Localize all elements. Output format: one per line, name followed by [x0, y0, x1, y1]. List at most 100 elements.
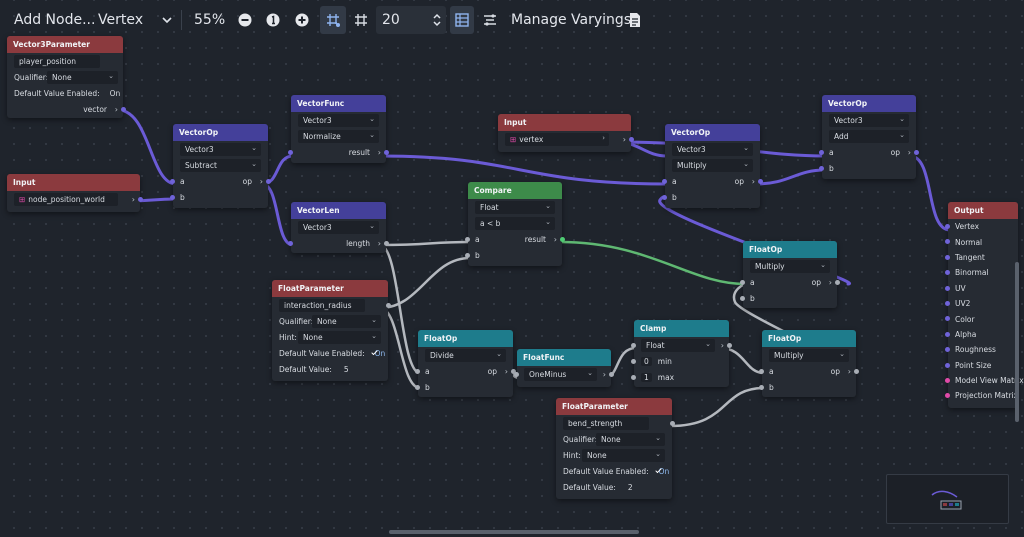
node-output[interactable]: Output VertexNormalTangentBinormalUVUV2C…	[948, 202, 1018, 408]
node-floatop-multiply-upper[interactable]: FloatOp Multiply⌄ aop› b	[743, 241, 837, 308]
zoom-in-button[interactable]	[291, 6, 313, 34]
input-port[interactable]	[288, 241, 293, 246]
input-port[interactable]	[945, 286, 950, 291]
input-port[interactable]	[945, 363, 950, 368]
input-port-a[interactable]	[662, 179, 667, 184]
node-input-vertex[interactable]: Input ⊞vertex››	[498, 114, 631, 152]
input-port[interactable]	[514, 372, 519, 377]
input-port[interactable]	[945, 224, 950, 229]
vector-type-select[interactable]: Vector3⌄	[298, 114, 379, 127]
output-port[interactable]	[266, 179, 271, 184]
output-port[interactable]	[121, 107, 126, 112]
hint-select[interactable]: None⌄	[582, 449, 665, 462]
parameter-name-field[interactable]: interaction_radius	[279, 299, 365, 312]
parameter-name-field[interactable]: player_position	[14, 55, 100, 68]
output-port[interactable]	[384, 241, 389, 246]
input-port-a[interactable]	[759, 369, 764, 374]
output-port[interactable]	[727, 343, 732, 348]
input-port-a[interactable]	[740, 280, 745, 285]
qualifier-select[interactable]: None⌄	[596, 433, 665, 446]
hint-select[interactable]: None⌄	[298, 331, 381, 344]
output-port[interactable]	[629, 137, 634, 142]
node-vectorfunc-normalize[interactable]: VectorFunc Vector3⌄ Normalize⌄ result›	[291, 95, 386, 163]
input-port-min[interactable]	[631, 359, 636, 364]
snap-distance-spinbox[interactable]: 20	[376, 6, 446, 34]
node-floatop-multiply-lower[interactable]: FloatOp Multiply⌄ aop› b	[762, 330, 856, 397]
input-port[interactable]	[631, 343, 636, 348]
node-floatop-divide[interactable]: FloatOp Divide⌄ aop› b	[418, 330, 513, 397]
node-floatparameter-bend-strength[interactable]: FloatParameter bend_strength Qualifier:N…	[556, 398, 672, 499]
compare-function-select[interactable]: a < b⌄	[475, 217, 555, 230]
vector-type-select[interactable]: Vector3⌄	[829, 114, 909, 127]
input-port[interactable]	[945, 393, 950, 398]
zoom-out-button[interactable]	[234, 6, 256, 34]
input-port-a[interactable]	[819, 150, 824, 155]
input-port-b[interactable]	[662, 195, 667, 200]
node-floatfunc-oneminus[interactable]: FloatFunc OneMinus⌄›	[517, 349, 611, 387]
arrange-nodes-button[interactable]	[479, 6, 501, 34]
input-port-b[interactable]	[170, 195, 175, 200]
operator-select[interactable]: Multiply⌄	[750, 260, 830, 273]
add-node-button[interactable]: Add Node...	[14, 6, 95, 34]
input-port-b[interactable]	[740, 296, 745, 301]
grid-toggle-button[interactable]	[349, 6, 373, 34]
input-port[interactable]	[945, 316, 950, 321]
input-port[interactable]	[945, 332, 950, 337]
output-port[interactable]	[609, 372, 614, 377]
compare-type-select[interactable]: Float⌄	[475, 201, 555, 214]
node-vectorop-add[interactable]: VectorOp Vector3⌄ Add⌄ aop› b	[822, 95, 916, 179]
horizontal-scrollbar[interactable]	[389, 530, 639, 534]
qualifier-select[interactable]: None⌄	[47, 71, 118, 84]
node-floatparameter-interaction-radius[interactable]: FloatParameter interaction_radius Qualif…	[272, 280, 388, 381]
minimap-toggle-button[interactable]	[450, 6, 474, 34]
node-vectorop-subtract[interactable]: VectorOp Vector3⌄ Subtract⌄ aop› b	[173, 124, 268, 208]
output-port[interactable]	[560, 237, 565, 242]
operator-select[interactable]: Add⌄	[829, 130, 909, 143]
input-port-a[interactable]	[415, 369, 420, 374]
input-select[interactable]: ⊞vertex›	[505, 133, 609, 146]
input-port[interactable]	[945, 239, 950, 244]
input-port[interactable]	[945, 301, 950, 306]
output-port[interactable]	[384, 150, 389, 155]
default-value-field[interactable]: 5	[344, 365, 349, 374]
input-port-b[interactable]	[759, 385, 764, 390]
input-port-a[interactable]	[170, 179, 175, 184]
zoom-reset-button[interactable]	[262, 6, 284, 34]
output-port[interactable]	[386, 303, 391, 308]
input-port[interactable]	[945, 255, 950, 260]
input-select[interactable]: ⊞node_position_world	[14, 193, 118, 206]
vertical-scrollbar[interactable]	[1015, 262, 1019, 422]
graph-minimap[interactable]	[886, 474, 1009, 524]
max-value-field[interactable]: 1	[641, 373, 652, 382]
parameter-name-field[interactable]: bend_strength	[563, 417, 649, 430]
input-port-b[interactable]	[465, 253, 470, 258]
node-vector3parameter[interactable]: Vector3Parameter player_position Qualifi…	[7, 36, 123, 118]
qualifier-select[interactable]: None⌄	[312, 315, 381, 328]
input-port[interactable]	[945, 270, 950, 275]
output-port[interactable]	[758, 179, 763, 184]
output-port[interactable]	[914, 150, 919, 155]
node-vectorlen[interactable]: VectorLen Vector3⌄ length›	[291, 202, 386, 253]
updown-arrows-icon[interactable]	[432, 13, 442, 27]
zoom-level[interactable]: 55%	[194, 6, 225, 34]
input-port-max[interactable]	[631, 375, 636, 380]
default-value-field[interactable]: 2	[628, 483, 633, 492]
manage-varyings-button[interactable]: Manage Varyings	[511, 6, 631, 34]
output-port[interactable]	[835, 280, 840, 285]
operator-select[interactable]: Multiply⌄	[769, 349, 849, 362]
vector-type-select[interactable]: Vector3⌄	[298, 221, 379, 234]
input-port-b[interactable]	[415, 385, 420, 390]
operator-select[interactable]: Multiply⌄	[672, 159, 753, 172]
snap-toggle-button[interactable]	[320, 6, 346, 34]
operator-select[interactable]: Subtract⌄	[180, 159, 261, 172]
output-port[interactable]	[854, 369, 859, 374]
input-port[interactable]	[288, 150, 293, 155]
clamp-type-select[interactable]: Float⌄	[641, 339, 715, 352]
function-select[interactable]: Normalize⌄	[298, 130, 379, 143]
input-port-b[interactable]	[819, 166, 824, 171]
node-input-world-position[interactable]: Input ⊞node_position_world›	[7, 174, 140, 212]
input-port[interactable]	[945, 347, 950, 352]
output-port[interactable]	[138, 197, 143, 202]
node-compare[interactable]: Compare Float⌄ a < b⌄ aresult› b	[468, 182, 562, 266]
